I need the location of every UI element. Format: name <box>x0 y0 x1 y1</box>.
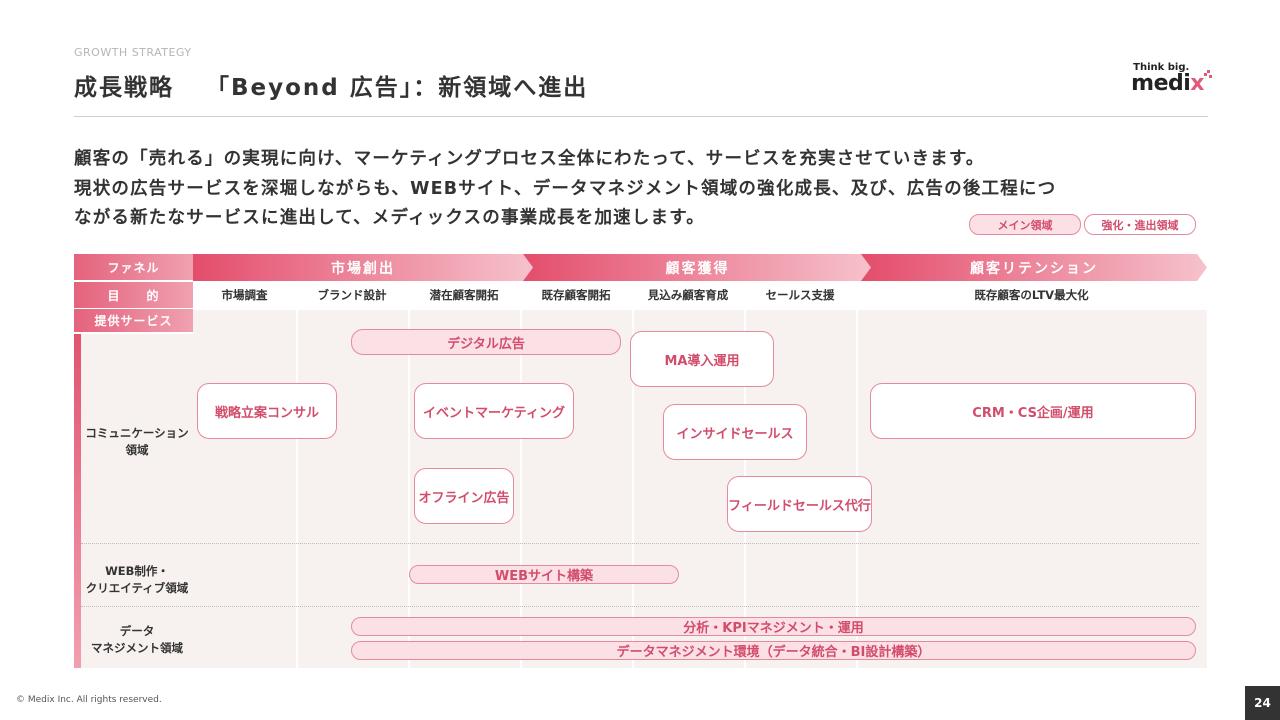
section-label-communication: コミュニケーション 領域 <box>85 426 189 457</box>
service-digital-ads: デジタル広告 <box>351 329 621 355</box>
row-label-services: 提供サービス <box>74 309 193 332</box>
legend-main-area: メイン領域 <box>969 214 1081 235</box>
purpose-item: 既存顧客開拓 <box>541 288 611 302</box>
purpose-item: 潜在顧客開拓 <box>429 288 499 302</box>
eyebrow-label: GROWTH STRATEGY <box>74 46 192 59</box>
section-divider <box>81 606 1199 607</box>
legend-expansion-area: 強化・進出領域 <box>1084 214 1196 235</box>
column-divider <box>632 310 634 668</box>
page-title: 成長戦略 「Beyond 広告」：新領域へ進出 <box>74 68 588 102</box>
lead-text: 顧客の「売れる」の実現に向け、マーケティングプロセス全体にわたって、サービスを充… <box>74 145 1214 234</box>
row-label-purpose: 目 的 <box>74 282 193 308</box>
logo-tagline: Think big. <box>1133 62 1190 73</box>
purpose-item: 市場調査 <box>221 288 268 302</box>
logo-wordmark: medix <box>1131 70 1212 96</box>
section-label-web: WEB制作・ クリエイティブ領域 <box>85 564 189 595</box>
purpose-item: ブランド設計 <box>317 288 387 302</box>
service-data-environment: データマネジメント環境（データ統合・BI設計構築） <box>351 641 1196 660</box>
purpose-item: 見込み顧客育成 <box>647 288 729 302</box>
service-inside-sales: インサイドセールス <box>663 404 807 460</box>
funnel-stage-acquisition: 顧客獲得 <box>523 254 872 281</box>
service-field-sales: フィールドセールス代行 <box>727 476 872 532</box>
service-ma: MA導入運用 <box>630 331 774 387</box>
column-divider <box>520 310 522 668</box>
section-divider <box>81 543 1199 544</box>
service-crm: CRM・CS企画/運用 <box>870 383 1196 439</box>
logo-word-accent: x <box>1190 71 1204 96</box>
logo-dots-icon <box>1204 70 1212 78</box>
medix-logo: Think big. medix <box>1131 62 1212 96</box>
header-divider <box>74 116 1208 117</box>
page-number: 24 <box>1245 686 1280 720</box>
funnel-stage-market-creation: 市場創出 <box>193 254 533 281</box>
lead-line-3: ながる新たなサービスに進出して、メディックスの事業成長を加速します。 <box>74 208 705 228</box>
title-part-1: 成長戦略 <box>74 75 174 101</box>
section-accent-bar <box>74 334 81 668</box>
section-label-data: データ マネジメント領域 <box>91 624 183 655</box>
service-website-build: WEBサイト構築 <box>409 565 679 584</box>
column-divider <box>296 310 298 668</box>
purpose-item: 既存顧客のLTV最大化 <box>974 288 1089 302</box>
title-part-2: 「Beyond 広告」：新領域へ進出 <box>206 75 589 101</box>
logo-word-main: medi <box>1131 71 1191 96</box>
service-kpi-management: 分析・KPIマネジメント・運用 <box>351 617 1196 636</box>
column-divider <box>408 310 410 668</box>
funnel-stage-retention: 顧客リテンション <box>861 254 1207 281</box>
section-label-background <box>74 334 193 668</box>
service-event-marketing: イベントマーケティング <box>414 383 574 439</box>
lead-line-1: 顧客の「売れる」の実現に向け、マーケティングプロセス全体にわたって、サービスを充… <box>74 149 985 169</box>
service-offline-ads: オフライン広告 <box>414 468 514 524</box>
row-label-funnel: ファネル <box>74 254 193 280</box>
lead-line-2: 現状の広告サービスを深堀しながらも、WEBサイト、データマネジメント領域の強化成… <box>74 178 1057 199</box>
copyright: © Medix Inc. All rights reserved. <box>16 695 162 705</box>
purpose-item: セールス支援 <box>765 288 835 302</box>
service-strategy-consulting: 戦略立案コンサル <box>197 383 337 439</box>
